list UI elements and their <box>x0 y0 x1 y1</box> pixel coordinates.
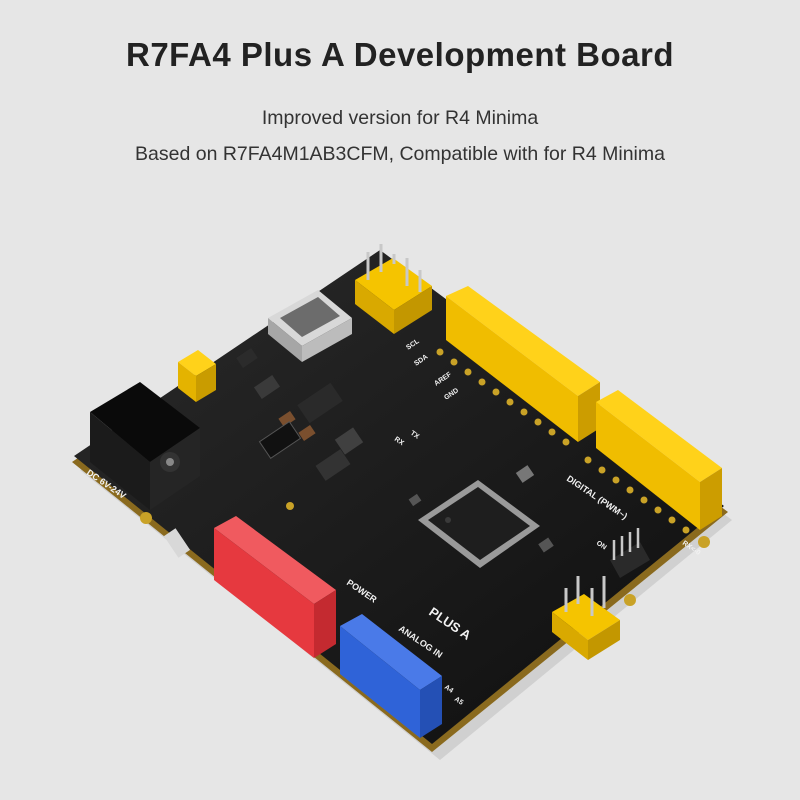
usb-c-connector <box>268 290 352 362</box>
side-pin-header <box>610 528 650 578</box>
dc-barrel-jack <box>90 382 200 510</box>
power-jumper <box>178 350 216 402</box>
digital-header-upper <box>446 286 600 442</box>
digital-header-lower <box>596 390 722 530</box>
silk-on: ON <box>595 540 608 552</box>
subtitle-line-2: Based on R7FA4M1AB3CFM, Compatible with … <box>135 143 665 165</box>
silk-rx: RX <box>393 436 405 447</box>
analog-header <box>340 614 442 738</box>
icsp-header-top <box>355 244 432 334</box>
components <box>140 347 710 606</box>
silk-a4: A4 <box>443 684 454 695</box>
silk-tx: TX <box>409 430 421 441</box>
mcu-chip <box>418 480 540 568</box>
page-title: R7FA4 Plus A Development Board <box>125 36 674 73</box>
silk-a5: A5 <box>453 696 464 707</box>
subtitle-line-1: Improved version for R4 Minima <box>261 107 539 129</box>
power-header <box>214 516 336 658</box>
icsp-header-bottom <box>552 576 620 660</box>
gold-pads <box>436 348 690 534</box>
